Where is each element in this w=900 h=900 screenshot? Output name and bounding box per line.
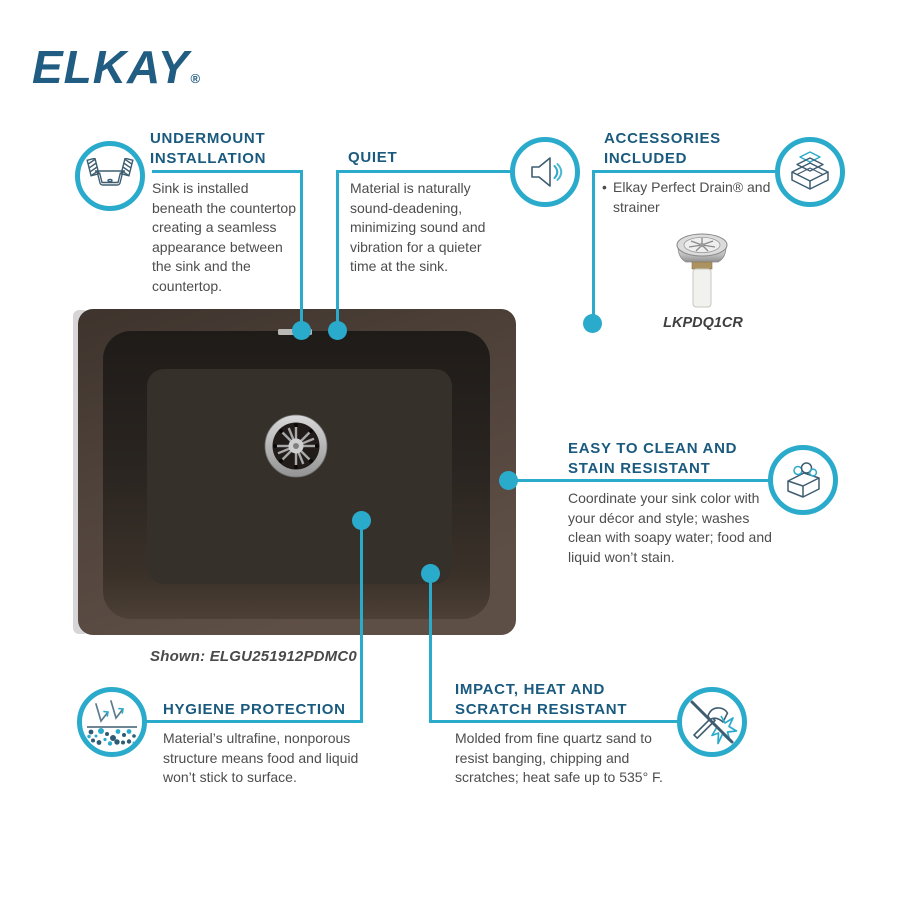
hygiene-icon-circle — [77, 687, 147, 757]
undermount-title: UNDERMOUNT INSTALLATION — [150, 130, 267, 167]
quiet-dot — [328, 321, 347, 340]
hygiene-title: HYGIENE PROTECTION — [163, 701, 346, 718]
easyclean-dot — [499, 471, 518, 490]
quiet-connector-h — [336, 170, 510, 173]
accessories-icon-circle — [775, 137, 845, 207]
hygiene-dot — [352, 511, 371, 530]
quiet-connector-v — [336, 170, 339, 328]
impact-title: IMPACT, HEAT AND SCRATCH RESISTANT — [455, 681, 628, 718]
undermount-connector-h — [152, 170, 303, 173]
bullet-marker: • — [602, 179, 607, 195]
hammer-resist-icon — [690, 700, 738, 745]
logo-text: ELKAY — [32, 41, 190, 93]
perfect-drain-image — [676, 233, 728, 308]
hygiene-body: Material’s ultrafine, nonporous structur… — [163, 730, 359, 785]
impact-icon-circle — [677, 687, 747, 757]
hygiene-connector-h — [146, 720, 363, 723]
accessories-connector-h — [592, 170, 776, 173]
shown-model-label: Shown: ELGU251912PDMC0 — [150, 648, 357, 665]
accessories-item: • Elkay Perfect Drain® and strainer — [602, 178, 791, 217]
accessories-item-text: Elkay Perfect Drain® and strainer — [613, 179, 771, 215]
impact-connector-v — [429, 573, 432, 723]
sink-drain — [264, 414, 328, 478]
quiet-icon-circle — [510, 137, 580, 207]
quiet-body: Material is naturally sound-deadening, m… — [350, 180, 486, 274]
undermount-sink-icon — [86, 158, 134, 186]
impact-body: Molded from fine quartz sand to resist b… — [455, 730, 663, 785]
easyclean-connector-h — [508, 479, 770, 482]
impact-dot — [421, 564, 440, 583]
hygiene-connector-v — [360, 520, 363, 723]
accessories-connector-v — [592, 170, 595, 321]
speaker-icon — [531, 157, 563, 187]
undermount-body: Sink is installed beneath the countertop… — [152, 180, 297, 294]
sink-image — [73, 309, 516, 635]
undermount-dot — [292, 321, 311, 340]
soap-bar-icon — [787, 462, 820, 498]
accessories-dot — [583, 314, 602, 333]
open-box-icon — [791, 151, 829, 190]
accessories-title: ACCESSORIES INCLUDED — [604, 130, 721, 167]
accessory-model-label: LKPDQ1CR — [663, 315, 743, 331]
registered-mark: ® — [190, 71, 202, 86]
quiet-title: QUIET — [348, 149, 398, 166]
undermount-icon-circle — [75, 141, 145, 211]
impact-connector-h — [429, 720, 679, 723]
easyclean-body: Coordinate your sink color with your déc… — [568, 490, 772, 565]
easyclean-title: EASY TO CLEAN AND STAIN RESISTANT — [568, 440, 738, 477]
undermount-connector-v — [300, 170, 303, 328]
nonporous-surface-icon — [87, 700, 137, 746]
elkay-logo: ELKAY® — [32, 44, 201, 90]
easyclean-icon-circle — [768, 445, 838, 515]
